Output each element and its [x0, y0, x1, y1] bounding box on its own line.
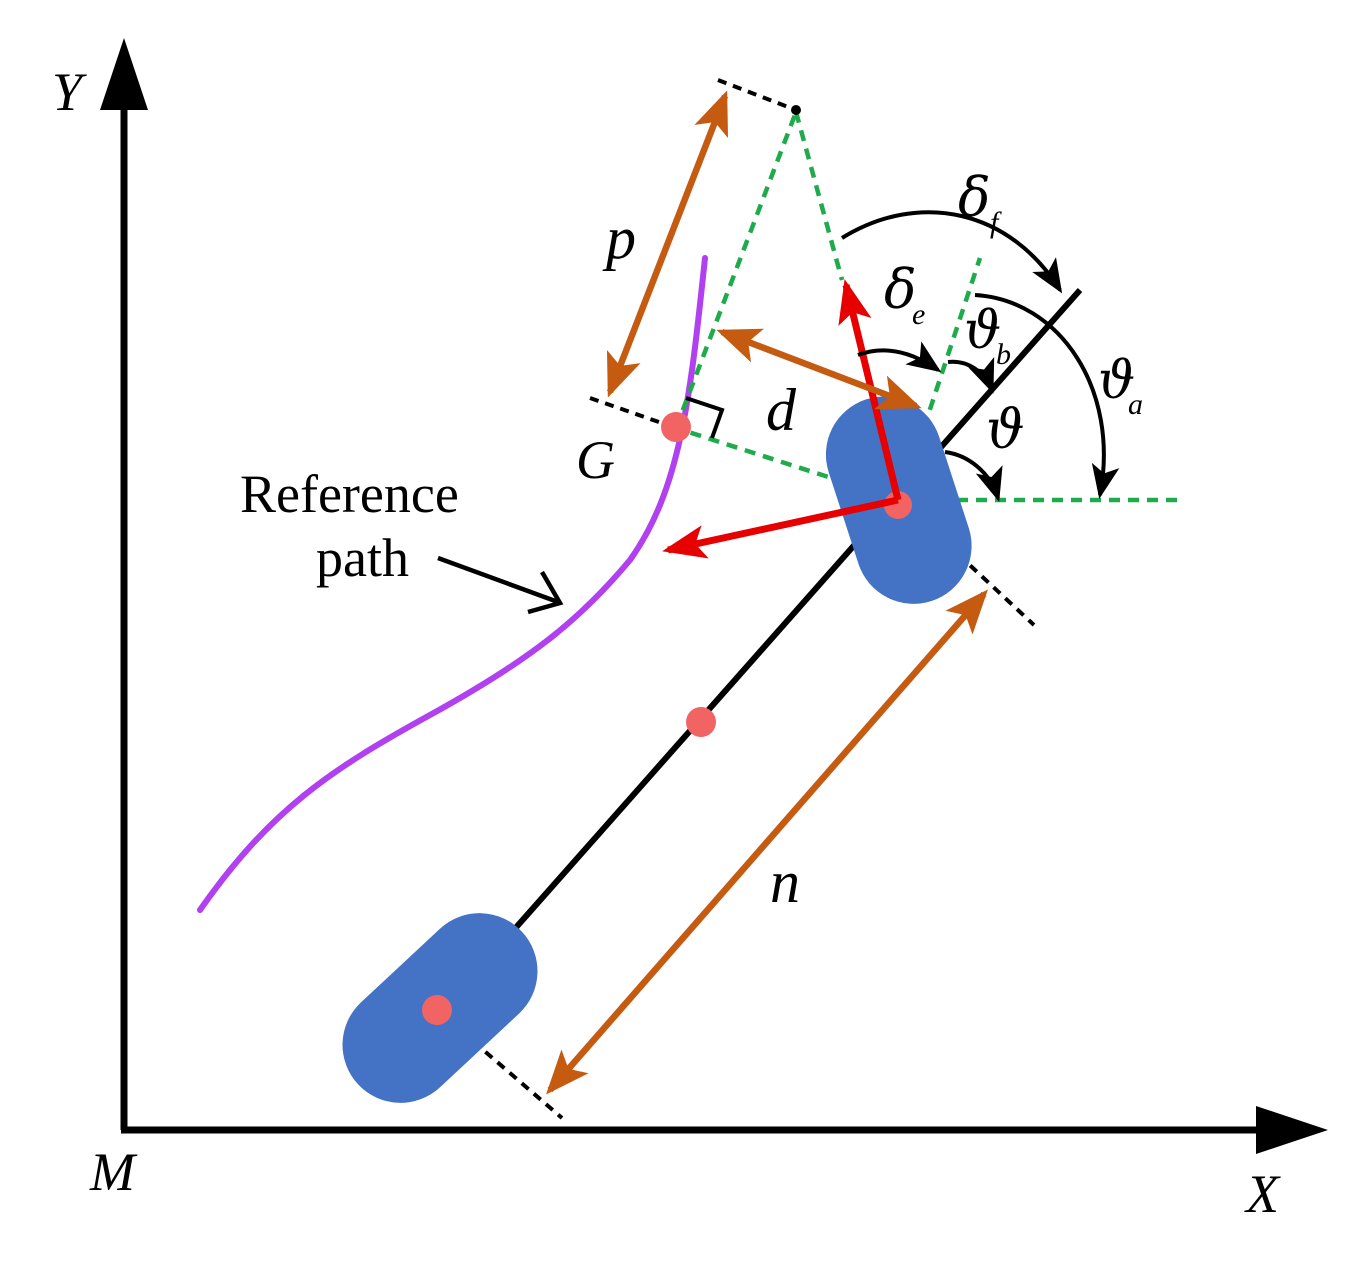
right-angle-marker [685, 396, 725, 439]
center-of-gravity-point [686, 707, 716, 737]
rear-axle-line [435, 1008, 564, 1120]
y-axis-label: Y [52, 62, 87, 122]
top-guide-line [717, 78, 797, 112]
lookahead-distance-label: p [602, 205, 636, 271]
theta-arc [944, 450, 1003, 502]
top-dot [791, 105, 801, 115]
reference-path-label-line2: path [316, 528, 409, 588]
theta-b-arc [947, 356, 995, 394]
reference-path-pointer-head [527, 570, 564, 615]
vehicle-body-line [509, 288, 1083, 934]
theta-a-arc [974, 293, 1120, 499]
reference-path-curve [197, 255, 708, 913]
delta-e-symbol: δ [884, 258, 917, 321]
front-axle-line [898, 498, 1036, 627]
theta-b-symbol: ϑ [964, 301, 1001, 361]
delta-f-symbol: δ [958, 166, 991, 229]
dashed-guides [435, 78, 1036, 1120]
axes [100, 38, 1328, 1154]
velocity-vector-left [662, 496, 899, 559]
goal-point-label: G [576, 430, 615, 490]
theta-b-subscript: b [996, 338, 1011, 371]
wheelbase-label: n [770, 849, 800, 915]
d-dimension-arrow [716, 328, 922, 410]
theta-symbol: ϑ [986, 398, 1025, 461]
n-dimension-arrow [546, 589, 988, 1095]
delta-f-subscript: f [990, 206, 1002, 239]
lateral-distance-label: d [766, 377, 797, 443]
theta-a-symbol: ϑ [1098, 351, 1135, 411]
goal-point-marker [661, 412, 691, 442]
x-axis-arrowhead [1256, 1106, 1328, 1154]
reference-path-label-line1: Reference [240, 464, 459, 524]
reference-path-pointer [437, 555, 559, 605]
angle-arcs [840, 210, 1120, 502]
delta-e-subscript: e [912, 298, 925, 331]
delta-e-arc [857, 341, 942, 373]
theta-a-subscript: a [1128, 388, 1143, 421]
x-axis-label: X [1244, 1164, 1281, 1224]
p-dimension-arrow [606, 90, 729, 398]
rear-axle-point [422, 995, 452, 1025]
delta-f-arc [840, 210, 1063, 294]
origin-label: M [89, 1142, 138, 1202]
y-axis-arrowhead [100, 38, 148, 110]
perpendicular-line-right [793, 111, 845, 281]
